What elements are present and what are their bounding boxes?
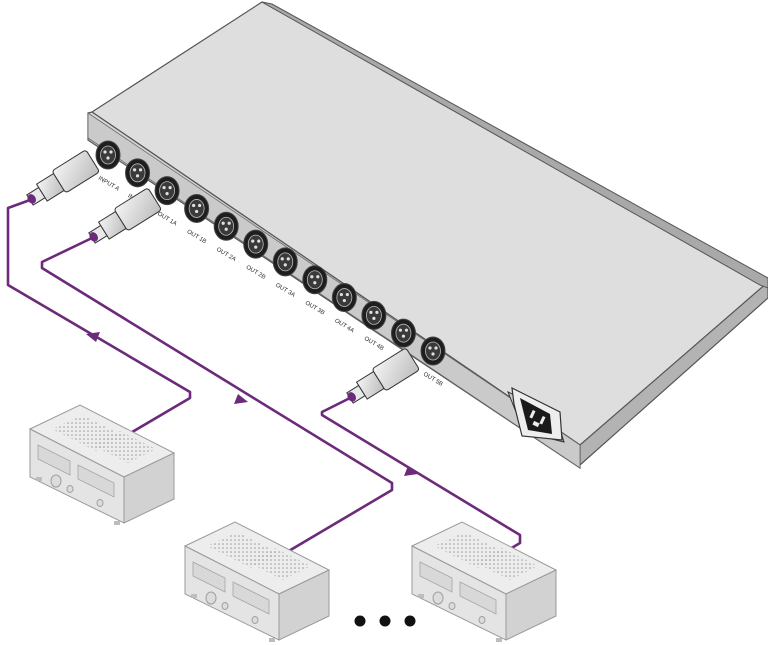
device-lid-edge [261,1,768,289]
stereo-amplifier-icon [410,521,558,642]
xlr-plug-input-b [88,188,162,244]
xlr-jack-input-a: INPUT A [95,140,121,193]
port-label-out-4b: OUT 4B [363,336,385,352]
ellipsis-dots-icon [354,615,416,627]
stereo-amplifier-icon [183,521,331,642]
signal-arrows [86,332,418,476]
stereo-amplifier-icon [28,404,176,525]
port-label-out-3a: OUT 3A [274,282,296,298]
xlr-jack-out-1b: OUT 1B [184,193,210,245]
port-label-out-1b: OUT 1B [186,229,208,245]
port-label-out-2b: OUT 2B [245,265,267,281]
xlr-jack-out-3b: OUT 3B [302,265,328,317]
xlr-jack-out-1a: OUT 1A [154,176,180,227]
port-label-input-a: INPUT A [97,176,120,193]
xlr-jack-out-2b: OUT 2B [243,229,269,281]
arrow-input-a [86,332,100,342]
port-label-out-3b: OUT 3B [304,300,326,316]
port-label-out-1a: OUT 1A [156,211,178,227]
xlr-plug-input-a [26,150,100,206]
stereo-amplifiers [28,404,558,642]
iec-power-inlet-icon [507,386,565,443]
xlr-jack-out-4b: OUT 4B [361,300,387,352]
cable-paths [6,198,522,557]
cable-input-b [40,236,394,557]
port-label-out-4a: OUT 4A [333,318,355,334]
arrow-input-b [234,394,248,404]
cable-input-a [6,198,192,440]
cable-output [320,396,522,554]
port-label-out-2a: OUT 2A [215,247,237,263]
arrow-output [404,466,418,476]
xlr-plug-output [346,348,420,404]
